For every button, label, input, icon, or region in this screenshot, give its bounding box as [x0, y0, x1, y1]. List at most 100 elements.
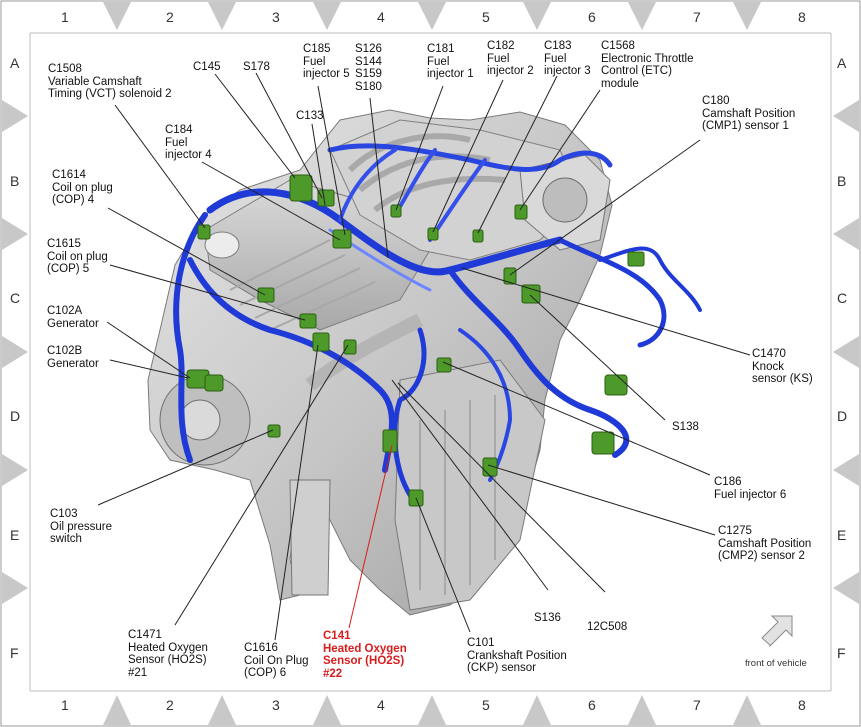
connector-c1568: [514, 204, 528, 220]
harness-upper-right: [557, 237, 667, 348]
label-c180: C180 Camshaft Position (CMP1) sensor 1: [702, 95, 796, 132]
border-tri-top-7: [733, 2, 761, 30]
throttle-bore: [542, 177, 588, 223]
connector-c182: [427, 227, 439, 241]
row-label-left-F: F: [10, 645, 19, 661]
leader-c141: [348, 444, 393, 629]
leader-c1508: [114, 104, 206, 229]
row-label-left-E: E: [10, 527, 20, 543]
connector-c145: [289, 174, 313, 202]
leader-c186: [442, 361, 711, 476]
leader-c1568: [519, 89, 601, 211]
leader-c145: [214, 73, 296, 179]
border-tri-top-6: [628, 2, 656, 30]
col-label-bottom-4: 4: [377, 697, 385, 713]
connector-s178: [317, 189, 335, 207]
leader-c184: [201, 161, 341, 241]
connector-c1614: [257, 287, 275, 303]
leader-c103: [97, 429, 274, 506]
connector-c141: [382, 429, 398, 453]
border-tri-bottom-5: [523, 695, 551, 725]
col-label-top-7: 7: [693, 9, 701, 25]
border-tri-left-2: [2, 218, 28, 250]
border-tri-left-4: [2, 454, 28, 486]
leader-c1614: [107, 207, 266, 296]
border-tri-left-5: [2, 572, 28, 604]
exhaust-pipe: [305, 313, 424, 391]
border-tri-top-5: [523, 2, 551, 30]
col-label-bottom-8: 8: [798, 697, 806, 713]
border-tri-right-1: [833, 100, 859, 132]
leader-c1616: [274, 344, 319, 641]
leader-12c508: [397, 382, 606, 593]
border-tri-top-1: [103, 2, 131, 30]
label-c141: C141 Heated Oxygen Sensor (HO2S) #22: [323, 630, 407, 680]
connector-c1471: [343, 339, 357, 355]
connector-c180: [503, 267, 517, 285]
col-label-top-2: 2: [166, 9, 174, 25]
connector-c103: [267, 424, 281, 438]
border-tri-bottom-1: [103, 695, 131, 725]
leader-c1275: [487, 464, 716, 536]
cam-cover-ribs: [229, 239, 376, 331]
connector-c1508: [197, 224, 211, 240]
label-12c508: 12C508: [587, 621, 628, 633]
leader-s126: [369, 97, 389, 259]
border-tri-bottom-4: [418, 695, 446, 725]
label-c183: C183 Fuel injector 3: [544, 40, 591, 77]
label-c182: C182 Fuel injector 2: [487, 40, 534, 77]
border-tri-left-1: [2, 100, 28, 132]
border-tri-right-3: [833, 336, 859, 368]
intake-runners: [347, 133, 506, 213]
border-tri-right-5: [833, 572, 859, 604]
label-s126: S126 S144 S159 S180: [355, 43, 382, 93]
label-c101: C101 Crankshaft Position (CKP) sensor: [467, 637, 567, 674]
row-label-left-A: A: [10, 55, 20, 71]
col-label-bottom-2: 2: [166, 697, 174, 713]
label-c1471: C1471 Heated Oxygen Sensor (HO2S) #21: [128, 629, 208, 679]
connector-c183: [472, 229, 484, 243]
label-c1615: C1615 Coil on plug (COP) 5: [47, 238, 108, 275]
leader-lines: [97, 72, 751, 641]
leader-c182: [432, 79, 504, 233]
harness-right: [447, 267, 630, 458]
label-c133: C133: [296, 110, 324, 122]
leader-c102b: [109, 359, 189, 379]
row-label-right-D: D: [837, 408, 848, 424]
label-c185: C185 Fuel injector 5: [303, 43, 350, 80]
harness-right-tail: [598, 246, 702, 312]
label-c1568: C1568 Electronic Throttle Control (ETC) …: [601, 40, 694, 90]
label-c103: C103 Oil pressure switch: [50, 508, 112, 545]
leader-c180: [509, 139, 701, 276]
border-tri-right-4: [833, 454, 859, 486]
leader-s138: [529, 294, 666, 421]
col-label-top-8: 8: [798, 9, 806, 25]
label-c1275: C1275 Camshaft Position (CMP2) sensor 2: [718, 525, 812, 562]
connector-c102b: [204, 374, 224, 392]
leader-c183: [477, 75, 558, 234]
col-label-bottom-6: 6: [588, 697, 596, 713]
harness-lower: [392, 327, 427, 498]
label-c1470: C1470 Knock sensor (KS): [752, 348, 813, 385]
harness-left: [173, 212, 208, 463]
row-label-left-B: B: [10, 173, 20, 189]
row-label-right-A: A: [837, 55, 847, 71]
harness-top: [327, 143, 613, 172]
connector-c1470: [521, 284, 541, 304]
border-tri-bottom-2: [208, 695, 236, 725]
col-label-top-1: 1: [61, 9, 69, 25]
row-label-left-D: D: [10, 408, 21, 424]
col-label-top-6: 6: [588, 9, 596, 25]
label-c102a: C102A Generator: [47, 305, 99, 330]
label-s138: S138: [672, 421, 699, 433]
leader-c1471: [174, 344, 349, 626]
leader-c133: [311, 123, 326, 206]
col-label-top-4: 4: [377, 9, 385, 25]
col-label-top-3: 3: [272, 9, 280, 25]
front-of-vehicle-label: front of vehicle: [745, 658, 807, 669]
row-label-right-B: B: [837, 173, 847, 189]
